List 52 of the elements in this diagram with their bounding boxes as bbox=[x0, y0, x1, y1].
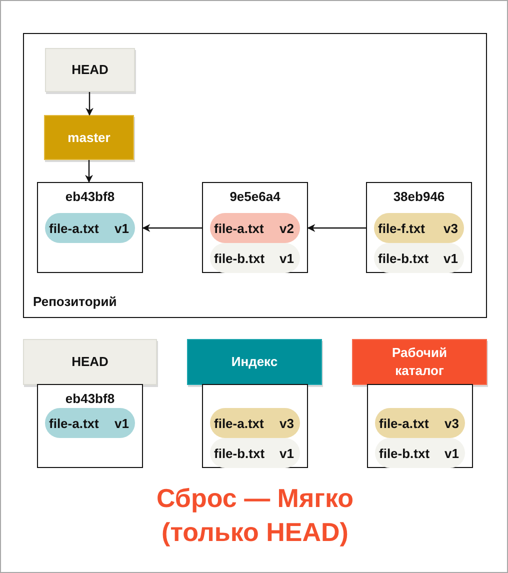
file-version: v1 bbox=[280, 446, 294, 460]
arrow bbox=[307, 224, 366, 232]
file-version: v2 bbox=[280, 220, 294, 236]
file-pill bbox=[210, 408, 300, 438]
file-version: v3 bbox=[444, 220, 458, 236]
file-pill bbox=[374, 243, 464, 273]
file-pill bbox=[210, 213, 300, 243]
repository-frame bbox=[23, 33, 487, 318]
file-name: file-f.txt bbox=[378, 220, 425, 236]
ref-box: Рабочий каталог bbox=[352, 339, 487, 385]
file-name: file-b.txt bbox=[379, 446, 430, 460]
file-pill bbox=[375, 408, 465, 438]
file-name: file-b.txt bbox=[378, 250, 429, 266]
file-name: file-b.txt bbox=[214, 446, 265, 460]
file-pill bbox=[375, 438, 465, 468]
file-name: file-a.txt bbox=[49, 416, 99, 430]
file-pill bbox=[45, 213, 135, 243]
file-pill bbox=[210, 243, 300, 273]
ref-box: HEAD bbox=[45, 48, 135, 92]
commit-box bbox=[37, 384, 143, 468]
repository-label: Репозиторий bbox=[33, 294, 117, 309]
ref-box: Индекс bbox=[187, 339, 322, 385]
commit-hash: 38eb946 bbox=[392, 189, 446, 204]
file-version: v1 bbox=[114, 416, 129, 430]
commit-box bbox=[366, 182, 472, 273]
file-pill bbox=[210, 438, 300, 468]
commit-box bbox=[202, 182, 308, 273]
commit-box bbox=[37, 182, 143, 273]
file-version: v1 bbox=[114, 220, 129, 236]
ref-box: master bbox=[44, 115, 134, 160]
empty-box bbox=[202, 384, 308, 468]
file-name: file-a.txt bbox=[214, 416, 264, 430]
file-version: v3 bbox=[444, 416, 459, 430]
file-name: file-a.txt bbox=[379, 416, 429, 430]
arrow bbox=[85, 160, 93, 183]
file-version: v1 bbox=[444, 446, 459, 460]
file-name: file-b.txt bbox=[214, 250, 265, 266]
title: Сброс — Мягко (только HEAD) bbox=[155, 482, 355, 549]
file-pill bbox=[374, 213, 464, 243]
file-version: v1 bbox=[280, 250, 294, 266]
commit-hash: eb43bf8 bbox=[64, 391, 116, 406]
ref-box: HEAD bbox=[23, 339, 157, 385]
file-version: v3 bbox=[280, 416, 294, 430]
empty-box bbox=[367, 384, 473, 468]
file-version: v1 bbox=[444, 250, 458, 266]
arrow bbox=[142, 224, 202, 232]
file-name: file-a.txt bbox=[49, 220, 99, 236]
file-name: file-a.txt bbox=[214, 220, 264, 236]
file-pill bbox=[45, 408, 135, 438]
commit-hash: 9e5e6a4 bbox=[228, 189, 282, 204]
commit-hash: eb43bf8 bbox=[64, 189, 116, 204]
arrow bbox=[86, 92, 94, 116]
